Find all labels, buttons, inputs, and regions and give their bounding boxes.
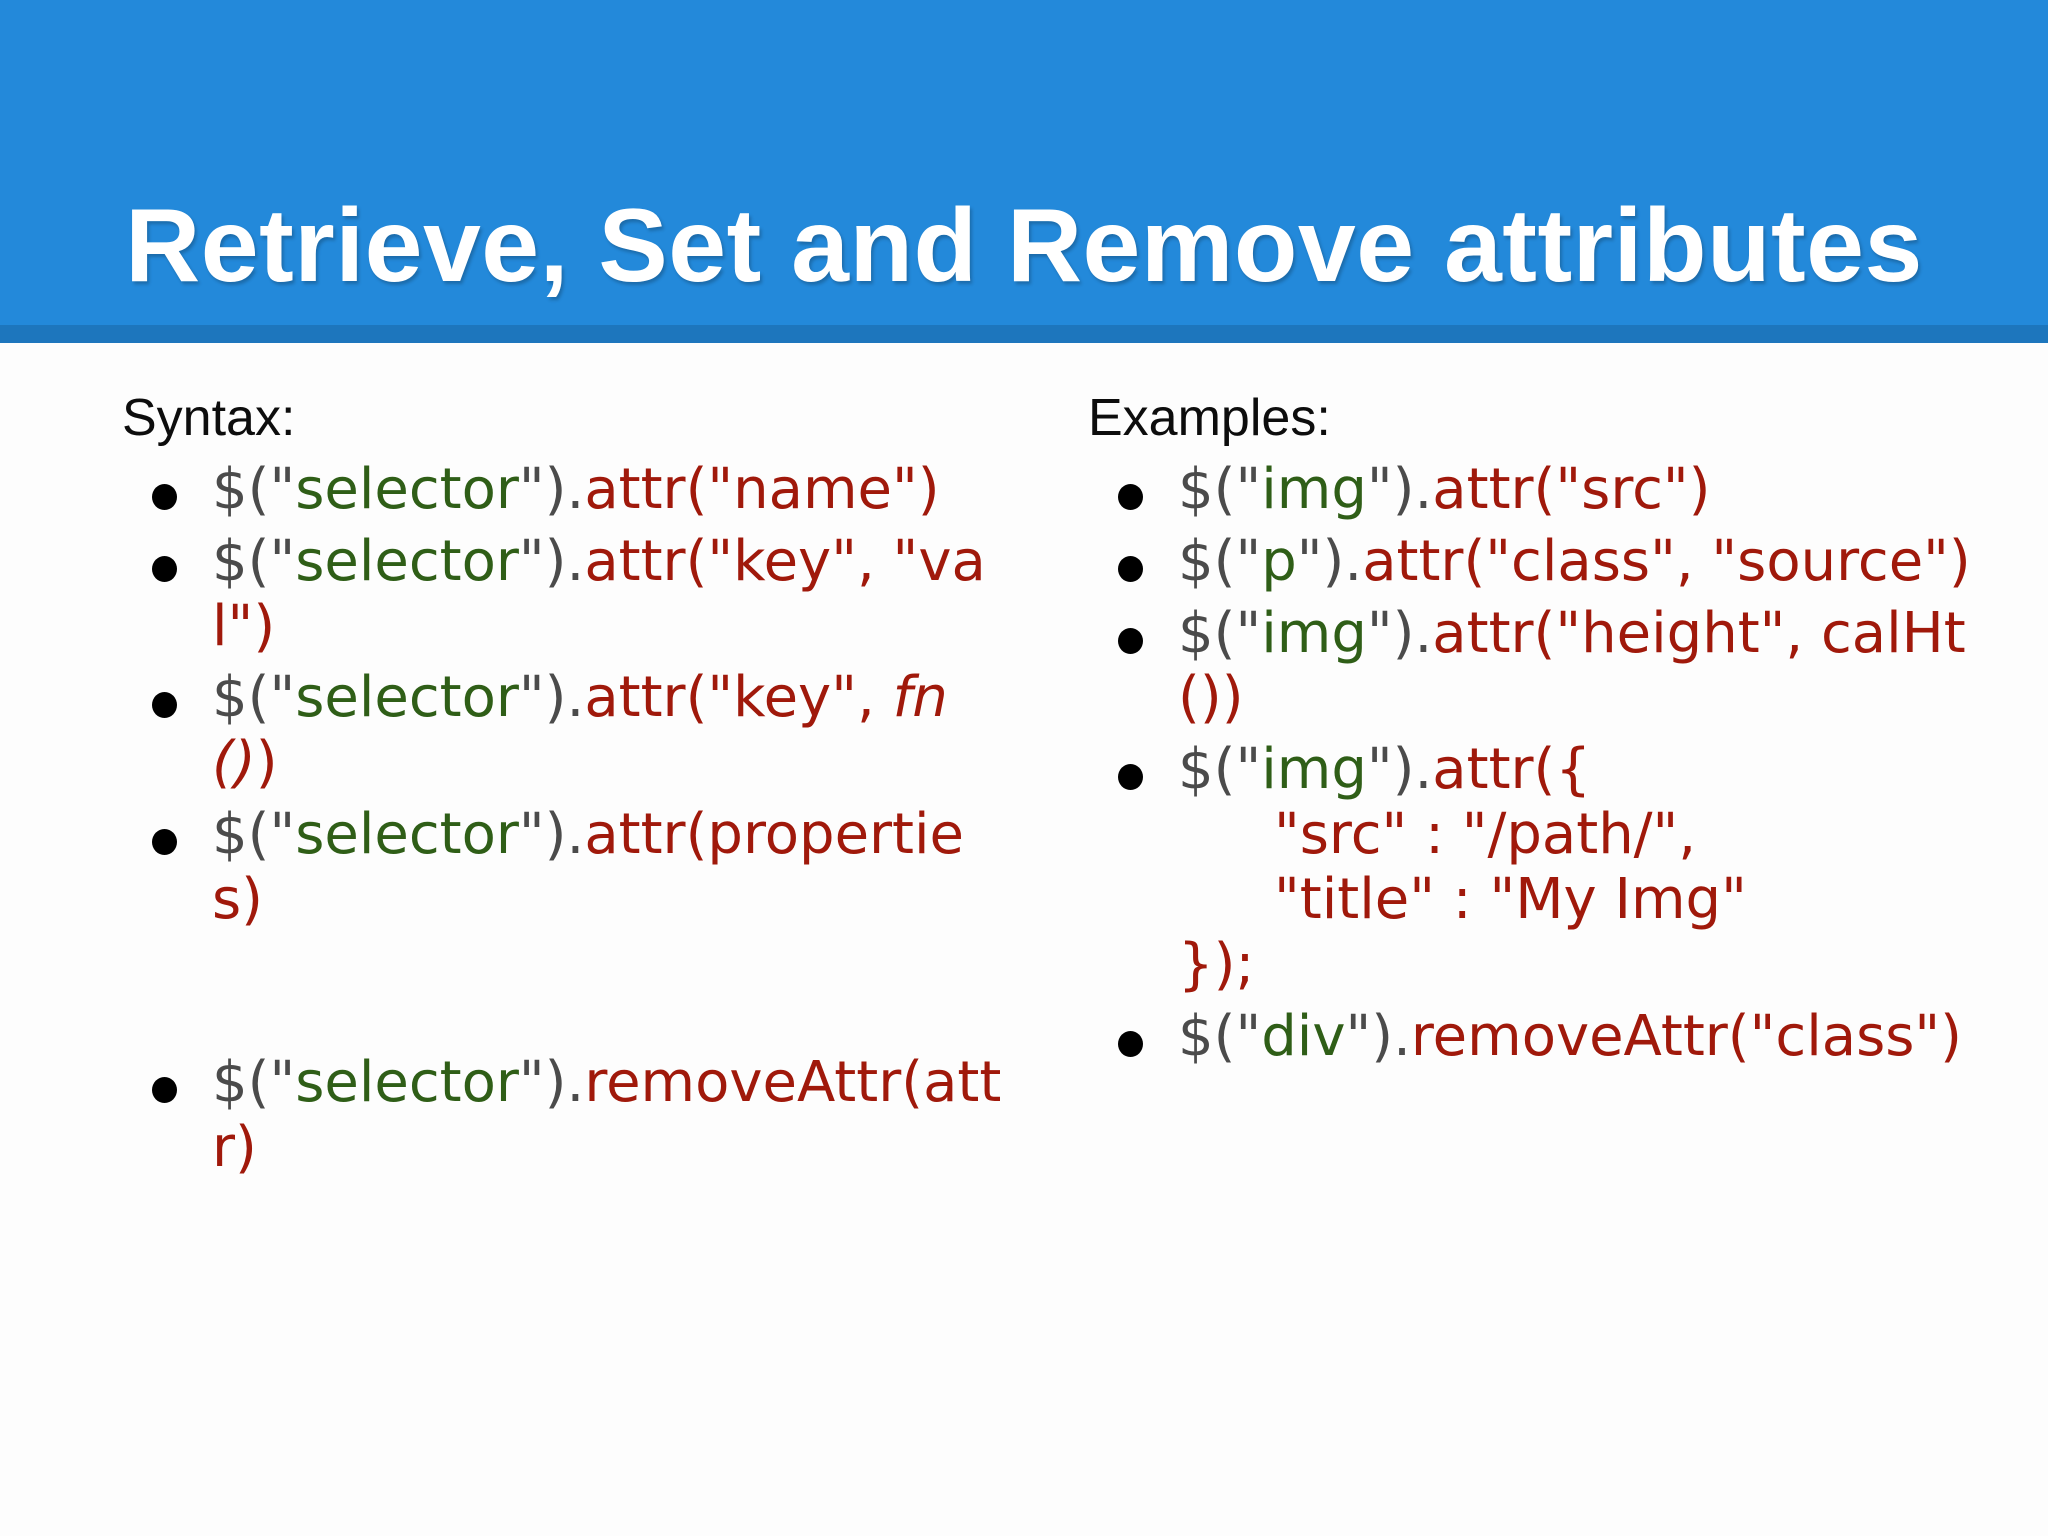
method-token-suffix: }); [1178, 932, 1255, 998]
jquery-close-token: "). [518, 1050, 585, 1116]
selector-token: selector [295, 665, 519, 731]
jquery-close-token: "). [518, 528, 585, 594]
jquery-open-token: $(" [1178, 528, 1262, 594]
jquery-close-token: "). [518, 665, 585, 731]
slide-header-band [0, 0, 2048, 325]
object-property-title: "title" : "My Img" [1274, 867, 1747, 933]
method-token: removeAttr(attr) [212, 1050, 1002, 1181]
selector-token: selector [295, 1050, 519, 1116]
jquery-open-token: $(" [212, 665, 296, 731]
jquery-close-token: "). [518, 456, 585, 522]
method-token: attr("src") [1432, 456, 1711, 522]
jquery-open-token: $(" [212, 456, 296, 522]
jquery-close-token: "). [1366, 600, 1433, 666]
list-item: $("p").attr("class", "source") [1088, 528, 1988, 595]
syntax-column: Syntax: $("selector").attr("name") $("se… [122, 343, 1002, 1188]
jquery-open-token: $(" [1178, 737, 1262, 803]
list-item: $("selector").attr("key", "val") [122, 528, 1002, 660]
list-item: $("selector").attr("key", fn()) [122, 665, 1002, 796]
selector-token: img [1261, 600, 1367, 666]
method-token: removeAttr("class") [1410, 1004, 1963, 1070]
jquery-close-token: "). [1366, 456, 1433, 522]
object-property-src: "src" : "/path/", [1274, 802, 1697, 868]
jquery-open-token: $(" [1178, 600, 1262, 666]
jquery-open-token: $(" [212, 528, 296, 594]
selector-token: img [1261, 456, 1367, 522]
page-title: Retrieve, Set and Remove attributes [125, 187, 1923, 304]
callback-token: fn() [212, 665, 948, 796]
jquery-close-token: "). [1345, 1004, 1411, 1070]
method-token-prefix: attr("key", [584, 665, 893, 731]
list-item: $("selector").attr(properties) [122, 802, 1002, 933]
selector-token: p [1261, 528, 1297, 594]
jquery-close-token: "). [1366, 737, 1433, 803]
list-item: $("img").attr({"src" : "/path/","title" … [1088, 737, 1988, 998]
jquery-open-token: $(" [1178, 456, 1262, 522]
list-item: $("selector").attr("name") [122, 456, 1002, 523]
slide-header-underline [0, 325, 2048, 343]
jquery-open-token: $(" [1178, 1004, 1262, 1070]
jquery-close-token: "). [518, 802, 585, 868]
method-token: attr("key", "val") [212, 528, 986, 659]
list-item: $("img").attr("height", calHt()) [1088, 600, 1988, 732]
examples-heading: Examples: [1088, 389, 1331, 447]
selector-token: img [1261, 737, 1367, 803]
method-token: attr("name") [584, 456, 940, 522]
jquery-open-token: $(" [212, 802, 296, 868]
selector-token: selector [295, 802, 519, 868]
syntax-list: $("selector").attr("name") $("selector")… [122, 456, 1002, 1182]
selector-token: selector [295, 528, 519, 594]
slide-content-area: Syntax: $("selector").attr("name") $("se… [0, 343, 2048, 1536]
jquery-open-token: $(" [212, 1050, 296, 1116]
selector-token: selector [295, 456, 519, 522]
method-token-suffix: ) [255, 730, 278, 796]
examples-list: $("img").attr("src") $("p").attr("class"… [1088, 456, 1988, 1071]
method-token: attr("class", "source") [1362, 528, 1971, 594]
selector-token: div [1261, 1004, 1346, 1070]
jquery-close-token: "). [1296, 528, 1363, 594]
method-token: attr(properties) [212, 802, 965, 933]
list-item: $("selector").removeAttr(attr) [122, 1050, 1002, 1181]
method-token: attr("height", calHt()) [1178, 600, 1966, 731]
list-item: $("img").attr("src") [1088, 456, 1988, 523]
examples-column: Examples: $("img").attr("src") $("p").at… [1088, 343, 1988, 1077]
syntax-heading: Syntax: [122, 389, 296, 447]
list-item: $("div").removeAttr("class") [1088, 1004, 1988, 1070]
method-token-prefix: attr({ [1432, 737, 1592, 803]
